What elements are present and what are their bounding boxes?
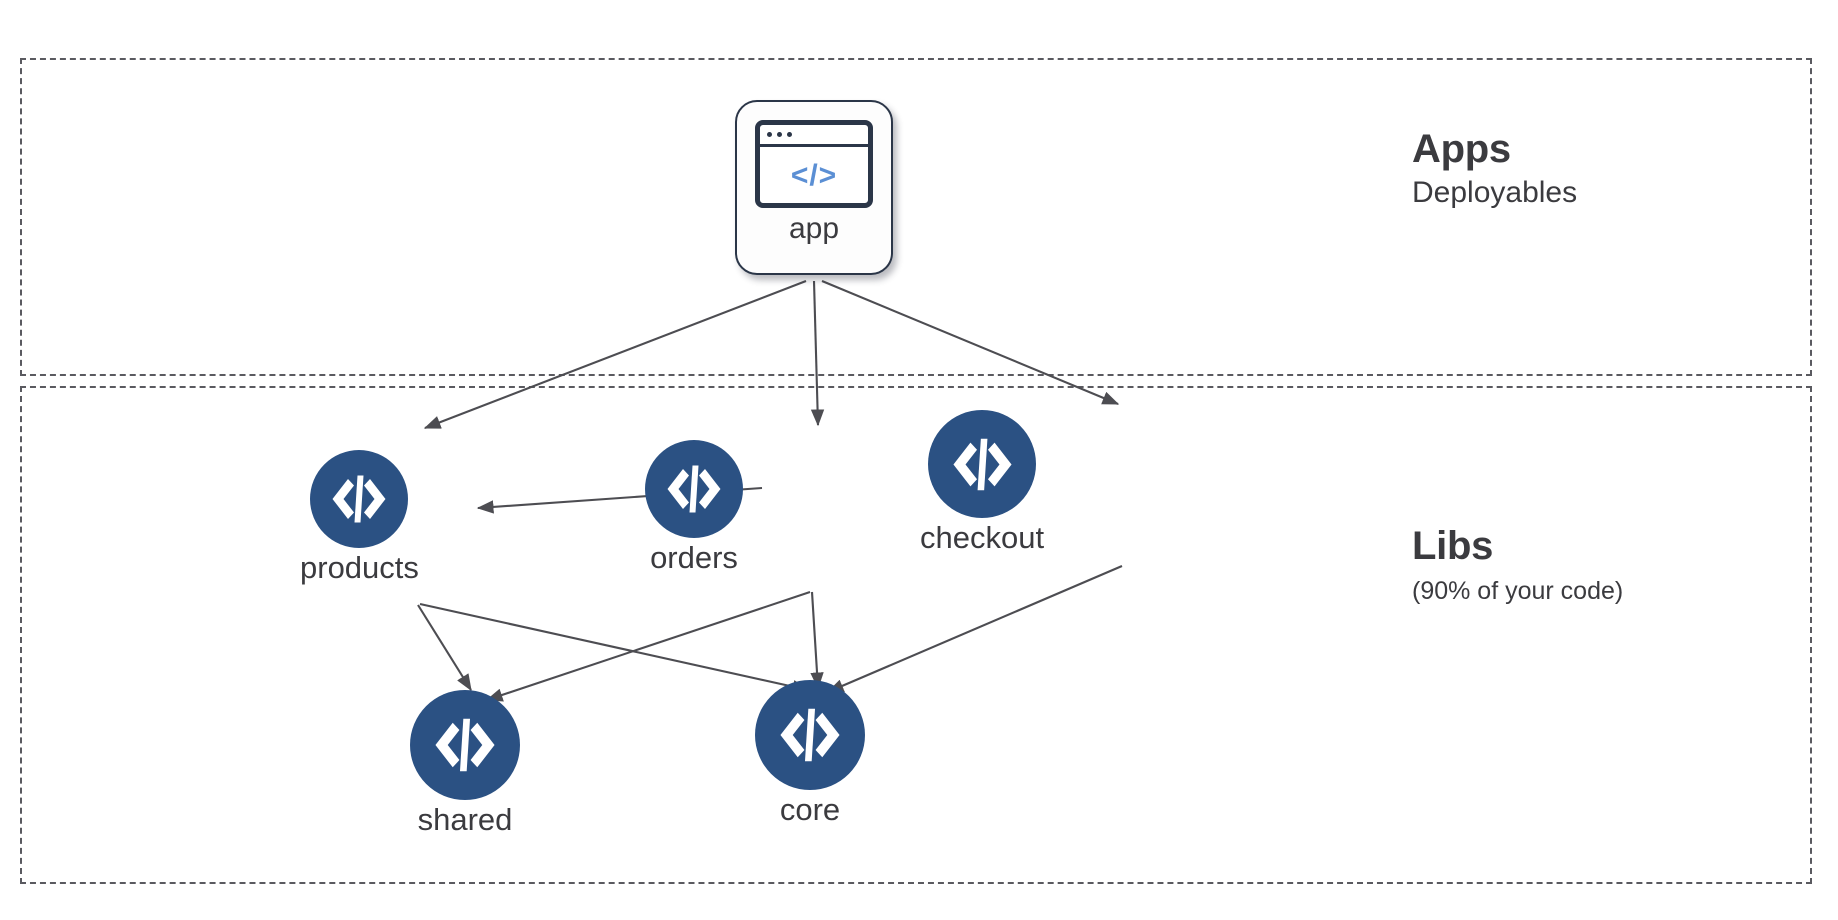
node-app-label: app	[788, 212, 840, 245]
code-glyph: </>	[790, 159, 838, 192]
zone-caption-apps: Apps Deployables	[1412, 127, 1578, 211]
node-orders-label: orders	[650, 540, 738, 575]
node-core-label: core	[779, 792, 841, 827]
lib-circle-core[interactable]	[755, 680, 865, 790]
browser-dot	[777, 132, 782, 137]
zone-apps-subtitle: Deployables	[1412, 176, 1578, 210]
code-brackets-icon	[435, 718, 495, 772]
node-products[interactable]: products	[300, 450, 419, 585]
node-products-label: products	[300, 550, 419, 585]
node-core[interactable]: core	[755, 680, 865, 827]
zone-apps	[20, 58, 1812, 376]
zone-libs	[20, 386, 1812, 884]
node-orders[interactable]: orders	[645, 440, 743, 575]
code-brackets-icon	[780, 708, 840, 762]
node-app[interactable]: </> app	[735, 100, 893, 275]
browser-dot	[787, 132, 792, 137]
browser-dot	[767, 132, 772, 137]
node-shared-label: shared	[417, 802, 513, 837]
lib-circle-orders[interactable]	[645, 440, 743, 538]
zone-libs-title: Libs	[1412, 524, 1494, 568]
zone-apps-title: Apps	[1412, 127, 1511, 171]
node-shared[interactable]: shared	[410, 690, 520, 837]
code-brackets-icon	[667, 465, 721, 513]
code-brackets-icon	[332, 475, 386, 523]
zone-caption-libs: Libs (90% of your code)	[1412, 524, 1624, 606]
node-checkout[interactable]: checkout	[920, 410, 1044, 555]
lib-circle-checkout[interactable]	[928, 410, 1037, 518]
node-checkout-label: checkout	[920, 520, 1045, 555]
code-browser-window-icon: </>	[755, 120, 873, 208]
lib-circle-products[interactable]	[310, 450, 409, 548]
zone-libs-subtitle: (90% of your code)	[1412, 577, 1624, 606]
code-brackets-icon	[952, 438, 1012, 490]
browser-titlebar	[760, 125, 868, 147]
lib-circle-shared[interactable]	[410, 690, 520, 800]
